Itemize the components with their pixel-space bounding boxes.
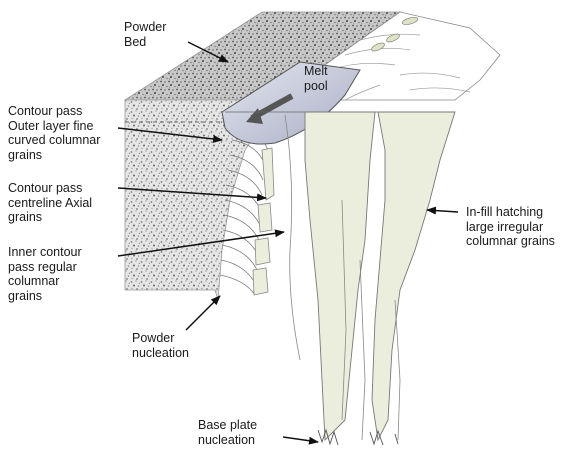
infill-columnar-grains — [305, 112, 455, 440]
contour-outer-label: Contour pass Outer layer fine curved col… — [8, 104, 100, 162]
inner-contour-label: Inner contour pass regular columnar grai… — [8, 245, 82, 303]
infill-label: In-fill hatching large irregular columna… — [466, 205, 555, 249]
contour-centreline-grains — [253, 148, 274, 295]
base-plate-label: Base plate nucleation — [198, 418, 257, 447]
contour-centreline-label: Contour pass centreline Axial grains — [8, 181, 92, 225]
powder-bed-label: Powder Bed — [124, 20, 166, 49]
powder-nucleation-label: Powder nucleation — [132, 331, 189, 360]
melt-pool-label: Melt pool — [304, 64, 328, 93]
